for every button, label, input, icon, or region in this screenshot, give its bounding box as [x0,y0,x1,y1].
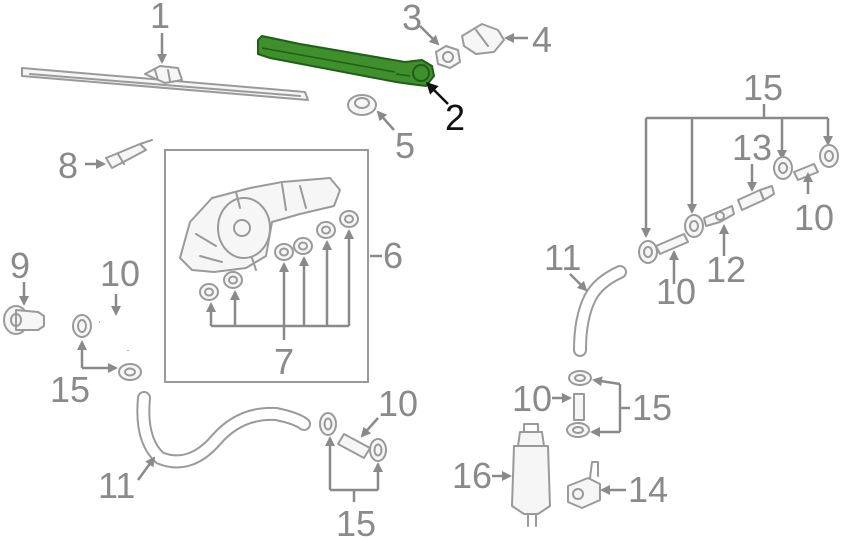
short-tube-part[interactable] [573,393,585,421]
callout-15d: 15 [743,67,783,108]
callout-10a: 10 [100,253,140,294]
hose-clamp-part[interactable] [72,314,142,381]
leader-3 [419,25,440,46]
callout-10c: 10 [512,378,552,419]
callout-3: 3 [402,0,422,38]
callout-15a: 15 [50,369,90,410]
leader-10b [360,417,379,438]
callout-10d: 10 [794,197,834,238]
wiper-blade-part[interactable] [21,65,309,101]
callout-15b: 15 [336,503,376,540]
washer-reservoir-part[interactable] [511,423,551,527]
leader-5 [376,110,395,131]
hose-clamp-part[interactable] [638,144,839,264]
leader-15a [77,340,118,373]
callout-1: 1 [150,0,170,36]
callout-11a: 11 [98,465,135,506]
callout-5: 5 [395,125,415,166]
long-hose-part[interactable] [136,391,311,469]
callout-15c: 15 [632,387,672,428]
leader-15d [641,104,833,238]
wiper-motor-part[interactable] [179,177,341,273]
callout-14: 14 [628,469,668,510]
connector-part[interactable] [737,185,775,211]
hose-clamp-part[interactable] [566,370,592,438]
leader-2 [425,81,449,105]
washer-pump-part[interactable] [567,461,601,509]
callout-2: 2 [445,97,465,138]
nut-part[interactable] [435,45,461,69]
callout-10b: 10 [378,383,418,424]
callout-6: 6 [383,235,403,276]
hose-elbow-part[interactable] [99,319,131,351]
connector-tube-part[interactable] [337,433,371,459]
callout-13: 13 [732,127,772,168]
callout-11b: 11 [544,237,581,278]
hose-clamp-part[interactable] [319,412,387,462]
callout-8: 8 [58,145,78,186]
leader-7 [206,229,354,340]
leader-11b [569,273,588,292]
callout-7: 7 [274,341,294,382]
grommet-part[interactable] [347,94,377,116]
callout-10c2: 10 [656,271,696,312]
grommet-set-part[interactable] [199,210,359,301]
cap-part[interactable] [461,23,505,55]
wiper-arm-part[interactable] [257,35,435,87]
callout-16: 16 [452,455,492,496]
leader-15b [325,436,383,502]
callout-4: 4 [532,19,552,60]
nozzle-part[interactable] [105,139,153,169]
callout-9: 9 [10,245,30,286]
leader-11a [136,456,156,481]
check-valve-part[interactable] [703,205,735,227]
callout-12: 12 [706,249,746,290]
filler-hose-part[interactable] [573,265,627,357]
leader-15c [590,376,630,437]
pump-connector-part[interactable] [3,305,45,335]
